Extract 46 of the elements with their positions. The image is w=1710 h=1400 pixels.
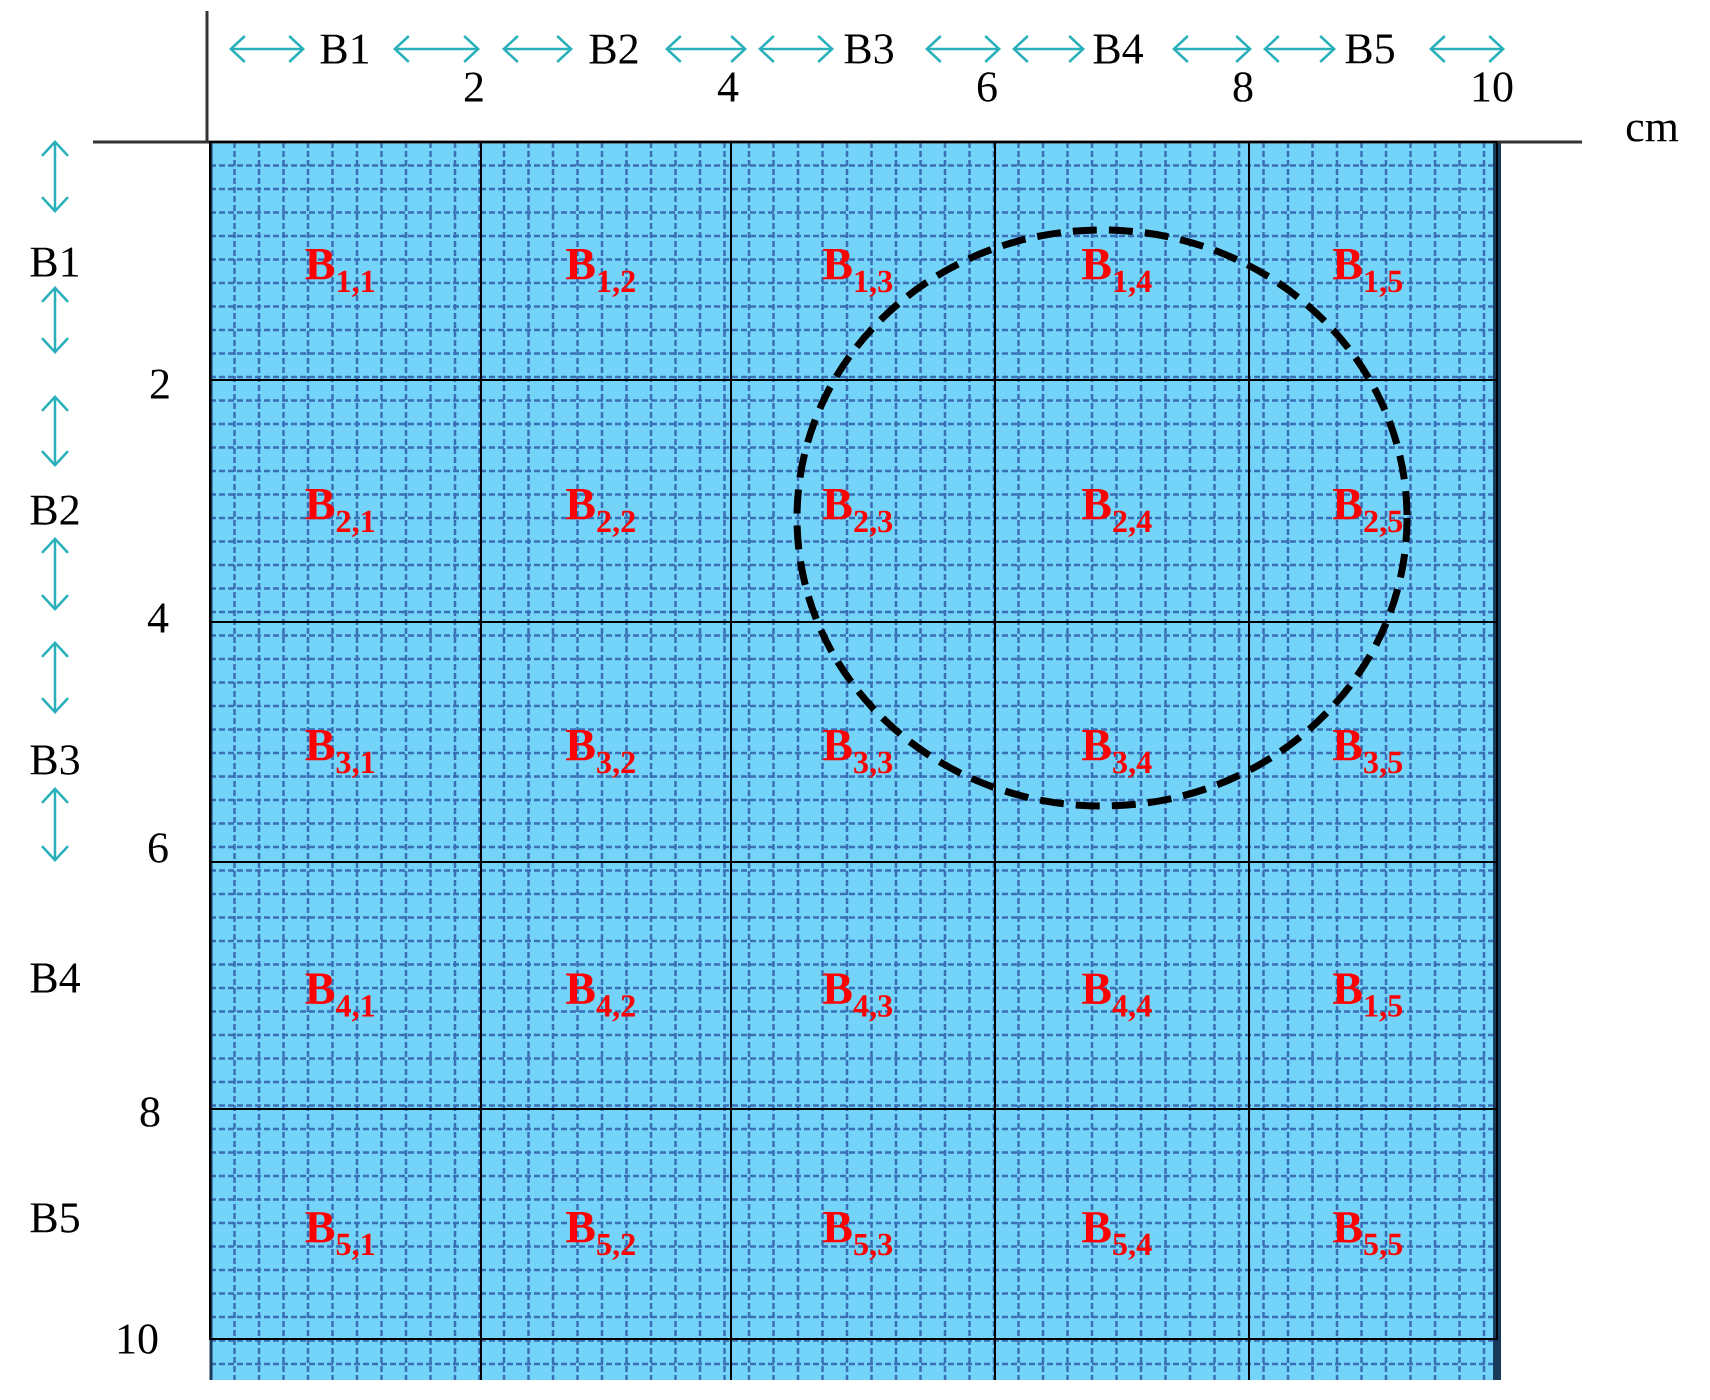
tick-label: 4 <box>147 603 169 633</box>
grid-cell: B$_{3,5}$ <box>1248 621 1498 863</box>
grid-cell: B$_{5,4}$ <box>994 1108 1250 1340</box>
grid-cell: B$_{2,2}$ <box>480 379 732 623</box>
grid-cell: B$_{5,1}$ <box>209 1108 482 1340</box>
tick-label: 2 <box>150 369 169 399</box>
tick-label: 10 <box>1473 72 1513 102</box>
axis-label: B4 <box>1093 34 1143 64</box>
axis-label: B1 <box>30 247 79 277</box>
axis-label: B4 <box>30 963 80 993</box>
axis-label: B1 <box>320 34 369 64</box>
grid-cell: B$_{1,5}$ <box>1248 141 1498 381</box>
grid-cell: B$_{4,4}$ <box>994 861 1250 1110</box>
grid-cell: B$_{2,3}$ <box>730 379 996 623</box>
tick-label: 10 <box>118 1324 158 1354</box>
grid-cell: B$_{1,1}$ <box>209 141 482 381</box>
grid-cell: B$_{2,1}$ <box>209 379 482 623</box>
grid-cell: B$_{4,3}$ <box>730 861 996 1110</box>
unit-label: cm <box>1626 120 1679 142</box>
tick-label: 2 <box>464 72 483 102</box>
tick-label: 4 <box>717 72 739 102</box>
tick-label: 8 <box>140 1097 160 1127</box>
axis-label: B2 <box>589 34 638 64</box>
tick-label: 6 <box>977 72 997 102</box>
grid-cell: B$_{1,4}$ <box>994 141 1250 381</box>
grid-cell: B$_{2,5}$ <box>1248 379 1498 623</box>
grid-cell: B$_{5,5}$ <box>1248 1108 1498 1340</box>
grid-cell: B$_{4,1}$ <box>209 861 482 1110</box>
axis-label: B5 <box>1345 34 1394 64</box>
grid-cell: B$_{1,3}$ <box>730 141 996 381</box>
axis-label: B3 <box>844 34 893 64</box>
grid-cell: B$_{2,4}$ <box>994 379 1250 623</box>
grid-cell: B$_{4,2}$ <box>480 861 732 1110</box>
tick-label: 8 <box>1233 72 1253 102</box>
grid-cell: B$_{3,1}$ <box>209 621 482 863</box>
axis-label: B5 <box>30 1203 79 1233</box>
axis-label: B3 <box>30 745 79 775</box>
grid-cell: B$_{3,3}$ <box>730 621 996 863</box>
tick-label: 6 <box>148 833 168 863</box>
grid-cell: B$_{3,4}$ <box>994 621 1250 863</box>
axis-label: B2 <box>30 495 79 525</box>
grid-cell: B$_{3,2}$ <box>480 621 732 863</box>
grid-cell: B$_{1,2}$ <box>480 141 732 381</box>
grid-cell: B$_{1,5}$ <box>1248 861 1498 1110</box>
grid-cell: B$_{5,3}$ <box>730 1108 996 1340</box>
grid-cell: B$_{5,2}$ <box>480 1108 732 1340</box>
